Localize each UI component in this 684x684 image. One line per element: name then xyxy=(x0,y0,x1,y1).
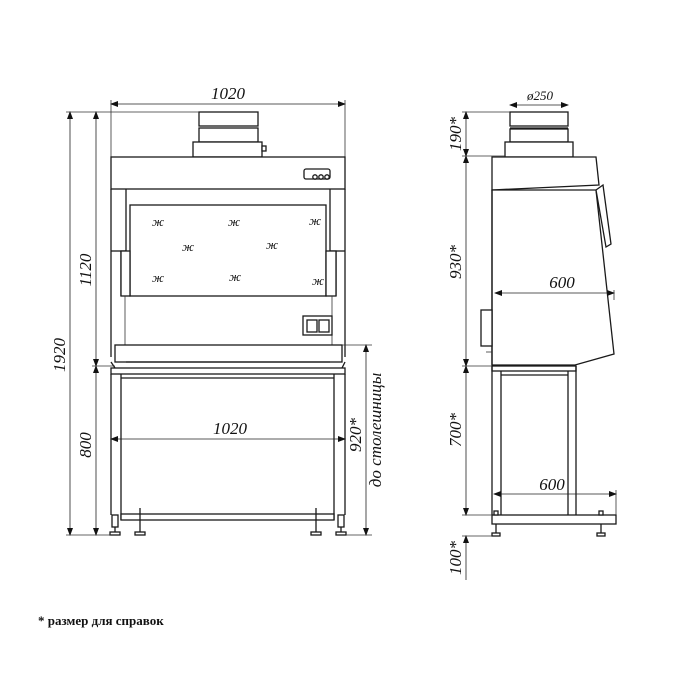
svg-text:ж: ж xyxy=(228,214,240,229)
svg-text:ж: ж xyxy=(152,270,164,285)
side-exhaust-duct xyxy=(504,111,574,158)
side-view: ø250 xyxy=(446,88,617,580)
svg-text:700*: 700* xyxy=(446,413,465,448)
svg-text:800: 800 xyxy=(76,432,95,458)
dim-worktop-height: 920* до столешницы xyxy=(342,344,385,536)
hood-panel xyxy=(110,156,346,190)
svg-text:1920: 1920 xyxy=(50,338,69,373)
svg-text:600: 600 xyxy=(549,273,575,292)
svg-text:100*: 100* xyxy=(446,541,465,576)
svg-text:ж: ж xyxy=(229,269,241,284)
control-panel xyxy=(303,168,331,180)
svg-text:до столешницы: до столешницы xyxy=(366,373,385,487)
svg-text:920*: 920* xyxy=(346,418,365,453)
svg-text:ø250: ø250 xyxy=(526,88,554,103)
exhaust-duct xyxy=(192,111,267,158)
svg-text:ж: ж xyxy=(266,237,278,252)
worktop xyxy=(114,344,343,363)
dim-table-width: 1020 xyxy=(110,419,346,442)
dim-overall-height: 1920 xyxy=(50,111,199,536)
dim-cabinet-height: 1120 xyxy=(76,111,99,367)
side-stand xyxy=(491,365,617,537)
svg-text:1020: 1020 xyxy=(213,419,248,438)
svg-text:190*: 190* xyxy=(446,117,465,152)
dim-duct-diameter: ø250 xyxy=(509,88,569,108)
svg-text:600: 600 xyxy=(539,475,565,494)
svg-text:ж: ж xyxy=(182,239,194,254)
stand xyxy=(109,367,347,536)
svg-text:ж: ж xyxy=(312,273,324,288)
glass-sash: ж ж ж ж ж ж ж ж xyxy=(120,204,337,297)
svg-text:1120: 1120 xyxy=(76,253,95,286)
side-vertical-dims: 190* 930* 700* 100* xyxy=(446,111,510,580)
power-sockets xyxy=(302,315,333,336)
dim-stand-height: 800 xyxy=(76,365,115,536)
front-view: 1020 ж xyxy=(50,84,385,536)
footnote: * размер для справок xyxy=(38,613,164,628)
dim-label: 1020 xyxy=(211,84,246,103)
svg-text:ж: ж xyxy=(152,214,164,229)
dim-stand-depth: 600 xyxy=(493,475,617,515)
dim-cabinet-depth: 600 xyxy=(494,273,615,300)
dim-overall-width: 1020 xyxy=(110,84,346,160)
svg-text:930*: 930* xyxy=(446,245,465,280)
side-cabinet xyxy=(480,156,615,366)
svg-text:ж: ж xyxy=(309,213,321,228)
feet xyxy=(109,508,347,536)
